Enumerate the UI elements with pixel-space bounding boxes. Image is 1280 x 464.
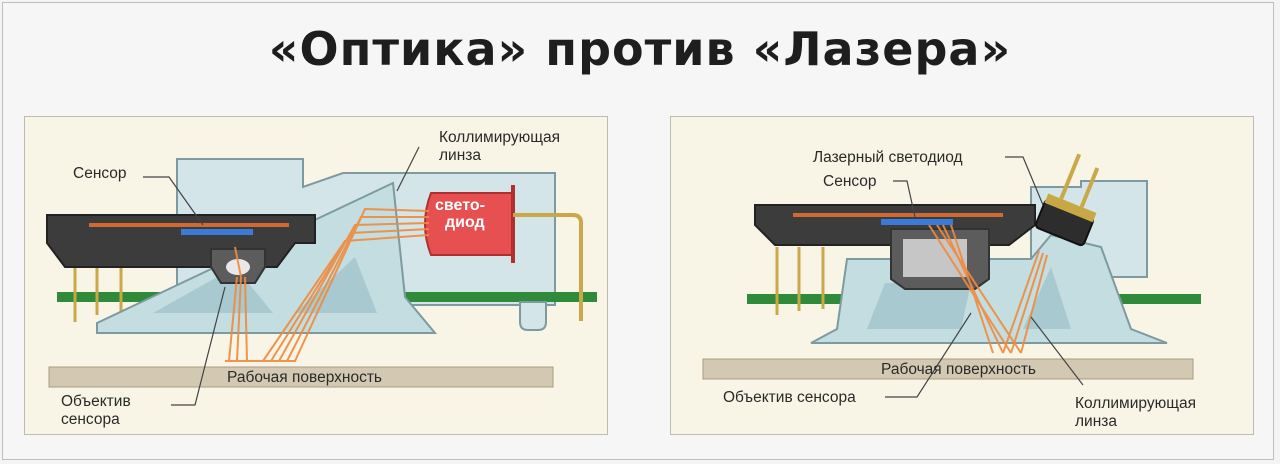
label-collim-1: Коллимирующая (439, 129, 560, 146)
sensor-pins (775, 247, 825, 315)
label-collim-1: Коллимирующая (1075, 395, 1196, 412)
label-sensor: Сенсор (73, 165, 127, 182)
optical-mouse-diagram (46, 146, 597, 406)
housing-foot (519, 301, 547, 331)
laser-beams (928, 224, 1048, 354)
led-lead (513, 213, 583, 321)
label-surface: Рабочая поверхность (227, 369, 382, 386)
prism-inner-2 (295, 257, 377, 313)
sensor-die (881, 219, 953, 225)
label-sensor: Сенсор (823, 173, 877, 190)
label-objective-2: сенсора (61, 411, 120, 428)
laser-mouse-panel: Лазерный светодиод Сенсор Рабочая поверх… (670, 116, 1254, 435)
label-laser-led: Лазерный светодиод (813, 149, 963, 166)
label-collim-2: линза (439, 147, 481, 164)
light-beams (225, 207, 430, 362)
label-surface: Рабочая поверхность (881, 361, 1036, 378)
label-led-2: диод (445, 214, 485, 231)
laser-diode (1034, 153, 1100, 247)
leader-lines (143, 146, 420, 406)
laser-mouse-diagram (702, 153, 1201, 398)
label-collim-2: линза (1075, 413, 1117, 430)
sensor-chip (46, 214, 316, 268)
sensor-die (181, 229, 253, 235)
work-surface (48, 366, 554, 388)
optical-mouse-panel: Сенсор Коллимирующая линза свето- диод Р… (24, 116, 608, 435)
label-led-1: свето- (435, 197, 485, 214)
leader-lines (885, 156, 1084, 398)
page-title: «Оптика» против «Лазера» (268, 22, 1012, 76)
work-surface (702, 358, 1194, 380)
label-objective: Объектив сенсора (723, 389, 856, 406)
label-objective-1: Объектив (61, 393, 131, 410)
